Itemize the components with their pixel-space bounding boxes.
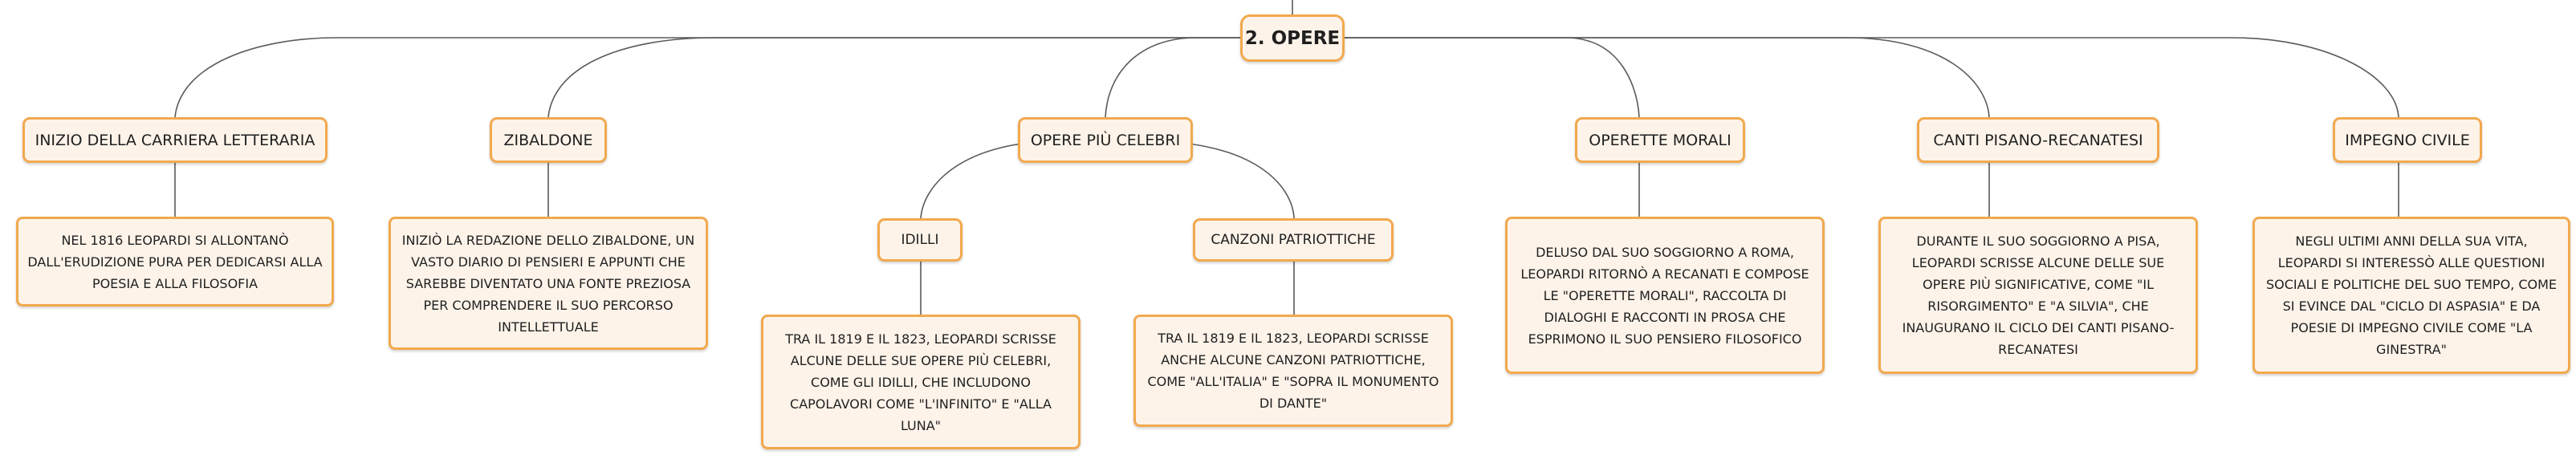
topic-label: OPERETTE MORALI (1589, 131, 1732, 149)
root-topic-label: 2. OPERE (1244, 27, 1341, 49)
note-canti-pisano-recanatesi[interactable]: DURANTE IL SUO SOGGIORNO A PISA, LEOPARD… (1878, 217, 2198, 374)
note-idilli[interactable]: TRA IL 1819 E IL 1823, LEOPARDI SCRISSE … (761, 315, 1080, 449)
note-impegno-civile[interactable]: NEGLI ULTIMI ANNI DELLA SUA VITA, LEOPAR… (2252, 217, 2570, 374)
note-text: INIZIÒ LA REDAZIONE DELLO ZIBALDONE, UN … (401, 232, 695, 335)
connector-root-topic-1 (174, 37, 1240, 118)
topic-opere-piu-celebri[interactable]: OPERE PIÙ CELEBRI (1018, 117, 1193, 163)
note-text: DURANTE IL SUO SOGGIORNO A PISA, LEOPARD… (1902, 234, 2175, 357)
subtopic-label: IDILLI (901, 232, 939, 248)
connector-root-topic-2 (547, 37, 1240, 118)
subtopic-idilli[interactable]: IDILLI (877, 218, 962, 262)
note-text: NEL 1816 LEOPARDI SI ALLONTANÒ DALL'ERUD… (27, 232, 323, 291)
topic-zibaldone[interactable]: ZIBALDONE (490, 117, 607, 163)
root-topic[interactable]: 2. OPERE (1240, 14, 1345, 62)
note-text: TRA IL 1819 E IL 1823, LEOPARDI SCRISSE … (1147, 331, 1439, 411)
note-text: NEGLI ULTIMI ANNI DELLA SUA VITA, LEOPAR… (2265, 234, 2558, 357)
note-inizio-carriera[interactable]: NEL 1816 LEOPARDI SI ALLONTANÒ DALL'ERUD… (16, 217, 334, 307)
topic-label: OPERE PIÙ CELEBRI (1030, 131, 1181, 149)
connector-root-topic-5 (1345, 37, 1990, 118)
note-zibaldone[interactable]: INIZIÒ LA REDAZIONE DELLO ZIBALDONE, UN … (389, 217, 708, 350)
connector-root-topic-3 (1105, 37, 1240, 118)
topic-label: CANTI PISANO-RECANATESI (1933, 131, 2143, 149)
subtopic-label: CANZONI PATRIOTTICHE (1211, 232, 1376, 248)
connector-root-topic-6 (1345, 37, 2399, 118)
topic-label: IMPEGNO CIVILE (2345, 131, 2470, 149)
topic-label: ZIBALDONE (503, 131, 593, 149)
topic-inizio-carriera[interactable]: INIZIO DELLA CARRIERA LETTERARIA (22, 117, 328, 163)
note-text: DELUSO DAL SUO SOGGIORNO A ROMA, LEOPARD… (1520, 244, 1809, 347)
subtopic-canzoni-patriottiche[interactable]: CANZONI PATRIOTTICHE (1193, 218, 1394, 262)
topic-label: INIZIO DELLA CARRIERA LETTERARIA (35, 131, 315, 149)
note-operette-morali[interactable]: DELUSO DAL SUO SOGGIORNO A ROMA, LEOPARD… (1505, 217, 1825, 374)
topic-impegno-civile[interactable]: IMPEGNO CIVILE (2333, 117, 2482, 163)
connector-root-topic-4 (1345, 37, 1640, 118)
note-text: TRA IL 1819 E IL 1823, LEOPARDI SCRISSE … (785, 331, 1056, 433)
topic-canti-pisano-recanatesi[interactable]: CANTI PISANO-RECANATESI (1917, 117, 2159, 163)
topic-operette-morali[interactable]: OPERETTE MORALI (1575, 117, 1745, 163)
note-canzoni-patriottiche[interactable]: TRA IL 1819 E IL 1823, LEOPARDI SCRISSE … (1133, 315, 1453, 427)
